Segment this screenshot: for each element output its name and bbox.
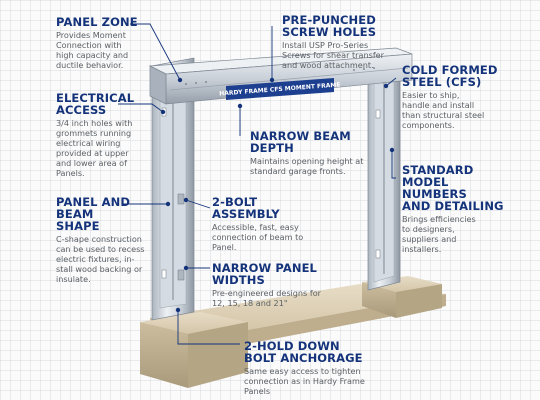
callout-body: 3/4 inch holes with grommets running ele… xyxy=(56,118,160,178)
leader-panel-zone xyxy=(130,23,181,81)
body-line: Panels xyxy=(244,386,271,396)
body-line: Pre-engineered designs for xyxy=(212,288,321,298)
leader-electrical xyxy=(118,103,164,113)
callout-pre-punched: PRE-PUNCHED SCREW HOLES Install USP Pro-… xyxy=(282,14,406,70)
leader-standard xyxy=(391,150,396,179)
title-line: PANEL AND BEAM xyxy=(56,195,131,221)
callout-narrow-panel: NARROW PANEL WIDTHS Pre-engineered desig… xyxy=(212,262,332,308)
body-line: ductile behavior. xyxy=(56,60,124,70)
title-line: SCREW HOLES xyxy=(282,25,377,39)
body-line: components. xyxy=(402,120,455,130)
callout-title: NARROW BEAM DEPTH xyxy=(250,129,351,155)
title-line: SHAPE xyxy=(56,219,100,233)
body-line: connection of beam to xyxy=(212,232,304,242)
body-line: Screws for shear transfer xyxy=(282,50,384,60)
callout-title: 2-BOLT ASSEMBLY xyxy=(212,195,280,221)
callout-two-bolt: 2-BOLT ASSEMBLY Accessible, fast, easy c… xyxy=(212,196,322,252)
leader-two-bolt xyxy=(185,199,211,209)
body-line: stall wood backing or xyxy=(56,264,143,274)
body-line: electrical wiring xyxy=(56,138,121,148)
title-line: COLD FORMED xyxy=(402,63,498,77)
callout-title: 2-HOLD DOWN BOLT ANCHORAGE xyxy=(244,340,394,364)
left-footing-front xyxy=(140,322,188,388)
body-line: can be used to recess xyxy=(56,244,145,254)
frame-banner: HARDY FRAME CFS MOMENT FRAME HFCF xyxy=(219,78,341,100)
callout-title: NARROW PANEL WIDTHS xyxy=(212,261,317,287)
callout-narrow-beam: NARROW BEAM DEPTH Maintains opening heig… xyxy=(250,130,374,176)
body-line: C-shape construction xyxy=(56,234,142,244)
callout-electrical-access: ELECTRICAL ACCESS 3/4 inch holes with gr… xyxy=(56,92,160,178)
callout-body: Accessible, fast, easy connection of bea… xyxy=(212,222,322,252)
body-line: Brings efficiencies xyxy=(402,214,476,224)
callout-title: STANDARD MODEL NUMBERS AND DETAILING xyxy=(402,164,512,212)
body-line: high capacity and xyxy=(56,50,129,60)
body-line: electric fixtures, in- xyxy=(56,254,135,264)
left-panel xyxy=(151,57,195,321)
body-line: and lower area of xyxy=(56,158,127,168)
title-line: BOLT ANCHORAGE xyxy=(244,351,363,365)
body-line: and wood attachment. xyxy=(282,60,374,70)
body-line: standard garage fronts. xyxy=(250,166,346,176)
title-line: AND DETAILING xyxy=(402,199,504,213)
body-line: insulate. xyxy=(56,274,91,284)
leader-hold-down xyxy=(177,310,240,345)
body-line: grommets running xyxy=(56,128,132,138)
body-line: Provides Moment xyxy=(56,30,126,40)
body-line: Easier to ship, xyxy=(402,90,460,100)
title-line: ACCESS xyxy=(56,103,107,117)
right-footing-front xyxy=(362,282,396,318)
callout-panel-beam-shape: PANEL AND BEAM SHAPE C-shape constructio… xyxy=(56,196,166,284)
callout-body: C-shape construction can be used to rece… xyxy=(56,234,166,284)
callout-title: PANEL ZONE xyxy=(56,15,138,29)
left-footing-side xyxy=(188,322,248,388)
left-footing-top xyxy=(140,312,248,334)
callout-panel-zone: PANEL ZONE Provides Moment Connection wi… xyxy=(56,16,156,70)
callout-body: Same easy access to tighten connection a… xyxy=(244,366,394,396)
callout-hold-down: 2-HOLD DOWN BOLT ANCHORAGE Same easy acc… xyxy=(244,340,394,396)
body-line: provided at upper xyxy=(56,148,129,158)
body-line: than structural steel xyxy=(402,110,485,120)
title-line: 2-HOLD DOWN xyxy=(244,339,340,353)
title-line: ELECTRICAL xyxy=(56,91,135,105)
body-line: 3/4 inch holes with xyxy=(56,118,133,128)
body-line: connection as in Hardy Frame xyxy=(244,376,365,386)
callout-standard-model: STANDARD MODEL NUMBERS AND DETAILING Bri… xyxy=(402,164,512,254)
callout-title: PANEL AND BEAM SHAPE xyxy=(56,196,166,232)
body-line: to designers, xyxy=(402,224,455,234)
body-line: Panels. xyxy=(56,168,85,178)
callout-cold-formed: COLD FORMED STEEL (CFS) Easier to ship, … xyxy=(402,64,512,130)
callout-body: Install USP Pro-Series Screws for shear … xyxy=(282,40,406,70)
callout-body: Brings efficiencies to designers, suppli… xyxy=(402,214,512,254)
callout-title: ELECTRICAL ACCESS xyxy=(56,92,160,116)
body-line: Maintains opening height at xyxy=(250,156,364,166)
callout-title: PRE-PUNCHED SCREW HOLES xyxy=(282,14,406,38)
callout-title: COLD FORMED STEEL (CFS) xyxy=(402,64,512,88)
body-line: Accessible, fast, easy xyxy=(212,222,299,232)
right-panel xyxy=(367,55,401,291)
moment-frame: HARDY FRAME CFS MOMENT FRAME HFCF xyxy=(148,47,413,321)
leader-dots xyxy=(160,77,395,313)
body-line: Same easy access to tighten xyxy=(244,366,361,376)
body-line: installers. xyxy=(402,244,442,254)
body-line: 12, 15, 18 and 21" xyxy=(212,298,288,308)
concrete-foundation xyxy=(140,276,446,388)
body-line: Install USP Pro-Series xyxy=(282,40,369,50)
frame-banner-sublabel: HFCF xyxy=(313,95,323,100)
title-line: STANDARD xyxy=(402,163,474,177)
title-line: MODEL NUMBERS xyxy=(402,175,467,201)
callout-body: Easier to ship, handle and install than … xyxy=(402,90,512,130)
title-line: STEEL (CFS) xyxy=(402,75,482,89)
body-line: suppliers and xyxy=(402,234,457,244)
callout-body: Provides Moment Connection with high cap… xyxy=(56,30,156,70)
body-line: Panel. xyxy=(212,242,237,252)
body-line: Connection with xyxy=(56,40,122,50)
right-footing-side xyxy=(396,284,442,318)
callout-body: Maintains opening height at standard gar… xyxy=(250,156,374,176)
callout-body: Pre-engineered designs for 12, 15, 18 an… xyxy=(212,288,332,308)
title-line: PRE-PUNCHED xyxy=(282,13,376,27)
body-line: handle and install xyxy=(402,100,475,110)
